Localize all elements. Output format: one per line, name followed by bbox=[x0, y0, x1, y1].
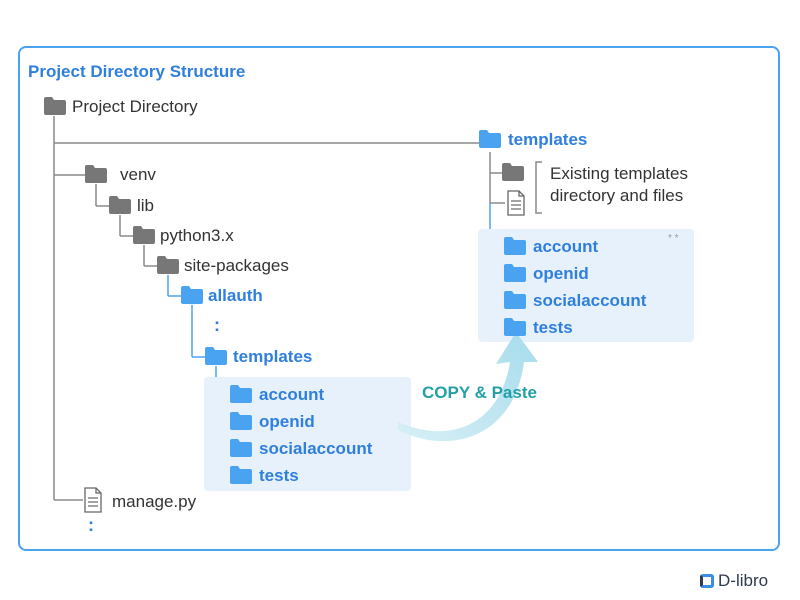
diagram-title: Project Directory Structure bbox=[28, 62, 246, 81]
note-line-1: Existing templates bbox=[550, 164, 688, 183]
source-socialaccount-label: socialaccount bbox=[259, 439, 373, 458]
target-account-label: account bbox=[533, 237, 599, 256]
folder-icon bbox=[108, 195, 132, 220]
folder-icon bbox=[229, 438, 253, 463]
source-tests-label: tests bbox=[259, 466, 299, 485]
folder-icon bbox=[132, 225, 156, 250]
copy-arrow bbox=[398, 332, 538, 442]
root-folder-label: Project Directory bbox=[72, 97, 198, 116]
source-openid-label: openid bbox=[259, 412, 315, 431]
target-socialaccount-label: socialaccount bbox=[533, 291, 647, 310]
folder-icon bbox=[503, 263, 527, 288]
lib-folder-label: lib bbox=[137, 196, 155, 215]
python-folder-label: python3.x bbox=[160, 226, 234, 245]
folder-icon bbox=[43, 96, 67, 121]
folder-icon bbox=[229, 411, 253, 436]
diagram-frame bbox=[18, 46, 780, 551]
logo-text: D-libro bbox=[718, 571, 769, 590]
folder-icon bbox=[503, 236, 527, 261]
folder-icon bbox=[229, 465, 253, 490]
target-tests-label: tests bbox=[533, 318, 573, 337]
target-templates-label: templates bbox=[508, 130, 588, 149]
folder-icon bbox=[84, 164, 108, 189]
logo-mark-icon bbox=[700, 574, 714, 588]
existing-templates-note: Existing templates directory and files bbox=[550, 163, 740, 207]
templates-folder-label: templates bbox=[233, 347, 313, 366]
folder-icon bbox=[503, 290, 527, 315]
source-account-label: account bbox=[259, 385, 325, 404]
stars-mark: * * bbox=[668, 233, 679, 244]
folder-icon bbox=[180, 285, 204, 310]
ellipsis: : bbox=[214, 315, 220, 335]
folder-icon bbox=[501, 162, 525, 187]
folder-icon bbox=[156, 255, 180, 280]
bottom-ellipsis: : bbox=[88, 515, 94, 535]
allauth-folder-label: allauth bbox=[208, 286, 263, 305]
note-line-2: directory and files bbox=[550, 186, 684, 205]
folder-icon bbox=[204, 346, 228, 371]
manage-file-label: manage.py bbox=[112, 492, 197, 511]
file-icon bbox=[83, 487, 103, 518]
target-openid-label: openid bbox=[533, 264, 589, 283]
folder-icon bbox=[478, 129, 502, 154]
site-packages-folder-label: site-packages bbox=[184, 256, 289, 275]
file-icon bbox=[506, 190, 526, 221]
folder-icon bbox=[229, 384, 253, 409]
brand-logo: D-libro bbox=[700, 571, 768, 591]
copy-paste-label: COPY & Paste bbox=[422, 383, 537, 402]
venv-folder-label: venv bbox=[120, 165, 156, 184]
folder-icon bbox=[503, 317, 527, 342]
